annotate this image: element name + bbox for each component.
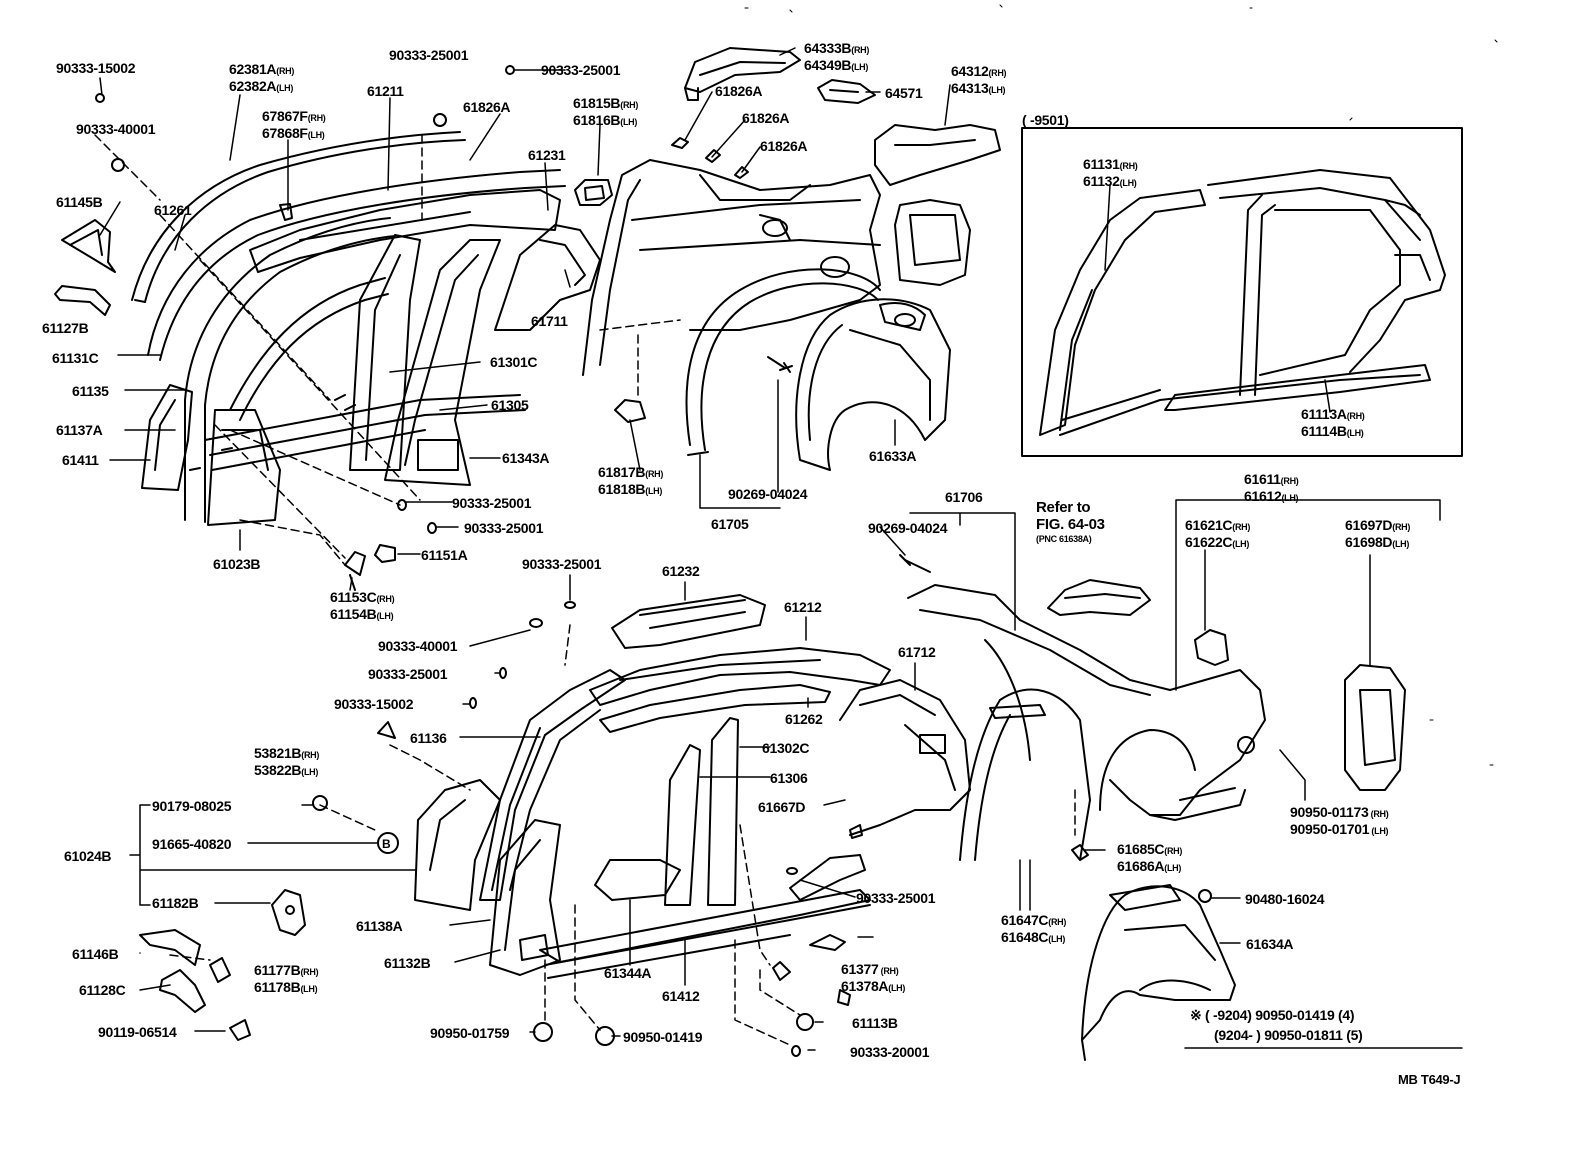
- callout-61815B: 61815B(RH)61816B(LH): [573, 95, 639, 128]
- callout-61024B: 61024B: [64, 848, 112, 864]
- callout-64312: 64312(RH)64313(LH): [951, 63, 1007, 96]
- callout-61131C: 61131C: [52, 350, 99, 366]
- callout-61685C: 61685C(RH)61686A(LH): [1117, 841, 1183, 874]
- drawing-code: MB T649-J: [1398, 1072, 1461, 1087]
- callout-61262: 61262: [785, 711, 823, 727]
- callout-90333-25001-c: 90333-25001: [452, 495, 532, 511]
- callout-61306: 61306: [770, 770, 808, 786]
- callout-90333-40001-b: 90333-40001: [378, 638, 458, 654]
- callout-61232: 61232: [662, 563, 700, 579]
- refer-to-text: Refer to: [1036, 499, 1091, 516]
- callout-61261: 61261: [154, 202, 192, 218]
- body-side-inner-assembly: B: [139, 594, 971, 1057]
- callout-61344A: 61344A: [604, 965, 652, 981]
- callout-61826A-c: 61826A: [742, 110, 790, 126]
- callout-61113B: 61113B: [852, 1015, 898, 1031]
- callout-61211: 61211: [367, 83, 404, 99]
- quarter-outer-panel: [899, 554, 1406, 1061]
- callout-61131: 61131(RH)61132(LH): [1083, 156, 1138, 189]
- callout-61153C: 61153C(RH)61154B(LH): [330, 589, 395, 622]
- callout-90480-16024: 90480-16024: [1245, 891, 1325, 907]
- callout-90333-15002-b: 90333-15002: [334, 696, 414, 712]
- callout-90333-25001-e: 90333-25001: [522, 556, 602, 572]
- callout-61212: 61212: [784, 599, 822, 615]
- callout-61301C: 61301C: [490, 354, 538, 370]
- callout-61634A: 61634A: [1246, 936, 1294, 952]
- callout-61412: 61412: [662, 988, 700, 1004]
- body-side-front-assembly: [54, 65, 601, 591]
- callout-61706: 61706: [945, 489, 983, 505]
- callout-91665-40820: 91665-40820: [152, 836, 232, 852]
- inset-panel: [1021, 127, 1463, 457]
- callout-61711: 61711: [531, 313, 568, 329]
- callout-61705: 61705: [711, 516, 749, 532]
- callout-61137A: 61137A: [56, 422, 103, 438]
- callout-64571: 64571: [885, 85, 923, 101]
- callout-61231: 61231: [528, 147, 566, 163]
- callout-61135: 61135: [72, 383, 109, 399]
- refer-fig-text[interactable]: FIG. 64-03: [1036, 516, 1105, 533]
- callout-90333-25001-b: 90333-25001: [541, 62, 621, 78]
- callout-67867F: 67867F(RH)67868F(LH): [262, 108, 326, 141]
- callout-61712: 61712: [898, 644, 936, 660]
- callout-61621C: 61621C(RH)61622C(LH): [1185, 517, 1251, 550]
- callout-61145B: 61145B: [56, 194, 103, 210]
- callout-61377: 61377 (RH)61378A(LH): [841, 961, 906, 994]
- footnote-line-1: ※ ( -9204) 90950-01419 (4): [1190, 1007, 1355, 1023]
- callout-61411: 61411: [62, 452, 99, 468]
- callout-90119-06514: 90119-06514: [98, 1024, 177, 1040]
- callout-61132B: 61132B: [384, 955, 431, 971]
- callout-90333-25001-a: 90333-25001: [389, 47, 469, 63]
- refer-pnc-text: (PNC 61638A): [1036, 534, 1092, 544]
- callout-61697D: 61697D(RH)61698D(LH): [1345, 517, 1411, 550]
- callout-61826A-a: 61826A: [463, 99, 511, 115]
- callout-61817B: 61817B(RH)61818B(LH): [598, 464, 664, 497]
- callout-90269-04024-a: 90269-04024: [728, 486, 808, 502]
- callout-61826A-d: 61826A: [760, 138, 808, 154]
- leader-lines-dashed: [94, 134, 681, 566]
- callout-61343A: 61343A: [502, 450, 550, 466]
- callout-61611: 61611(RH)61612(LH): [1244, 471, 1299, 504]
- callout-61182B: 61182B: [152, 895, 199, 911]
- callout-61128C: 61128C: [79, 982, 126, 998]
- callout-90950-01173: 90950-01173 (RH)90950-01701 (LH): [1290, 804, 1389, 837]
- callout-90950-01419: 90950-01419: [623, 1029, 703, 1045]
- callout-90333-25001-d: 90333-25001: [464, 520, 544, 536]
- callout-61647C: 61647C(RH)61648C(LH): [1001, 912, 1067, 945]
- callout-61113A: 61113A(RH)61114B(LH): [1301, 406, 1365, 439]
- callout-61138A: 61138A: [356, 918, 403, 934]
- callout-61667D: 61667D: [758, 799, 806, 815]
- callout-61305: 61305: [491, 397, 529, 413]
- svg-text:B: B: [382, 837, 391, 851]
- quarter-panel-assembly: [574, 47, 1001, 471]
- callout-61023B: 61023B: [213, 556, 261, 572]
- callout-61151A: 61151A: [421, 547, 468, 563]
- callout-90333-40001-a: 90333-40001: [76, 121, 156, 137]
- scan-marks: [744, 4, 1498, 766]
- callout-61146B: 61146B: [72, 946, 119, 962]
- callout-61136: 61136: [410, 730, 447, 746]
- callout-61127B: 61127B: [42, 320, 89, 336]
- callout-61826A-b: 61826A: [715, 83, 763, 99]
- callout-61177B: 61177B(RH)61178B(LH): [254, 962, 319, 995]
- callout-62381A: 62381A(RH)62382A(LH): [229, 61, 295, 94]
- callout-61302C: 61302C: [762, 740, 810, 756]
- callout-53821B: 53821B(RH)53822B(LH): [254, 745, 320, 778]
- leader-lines-dashed-lower: [169, 624, 1076, 1046]
- callout-90333-25001-f: 90333-25001: [368, 666, 448, 682]
- callout-90179-08025: 90179-08025: [152, 798, 232, 814]
- callout-90333-25001-g: 90333-25001: [856, 890, 936, 906]
- callout-90333-15002-a: 90333-15002: [56, 60, 136, 76]
- callout-64333B: 64333B(RH)64349B(LH): [804, 40, 870, 73]
- callout-90269-04024-b: 90269-04024: [868, 520, 948, 536]
- footnote-line-2: (9204- ) 90950-01811 (5): [1214, 1027, 1363, 1043]
- leader-lines: [99, 47, 1463, 1051]
- inset-range-label: ( -9501): [1022, 112, 1069, 128]
- callout-61633A: 61633A: [869, 448, 917, 464]
- callout-90950-01759: 90950-01759: [430, 1025, 510, 1041]
- callout-90333-20001: 90333-20001: [850, 1044, 930, 1060]
